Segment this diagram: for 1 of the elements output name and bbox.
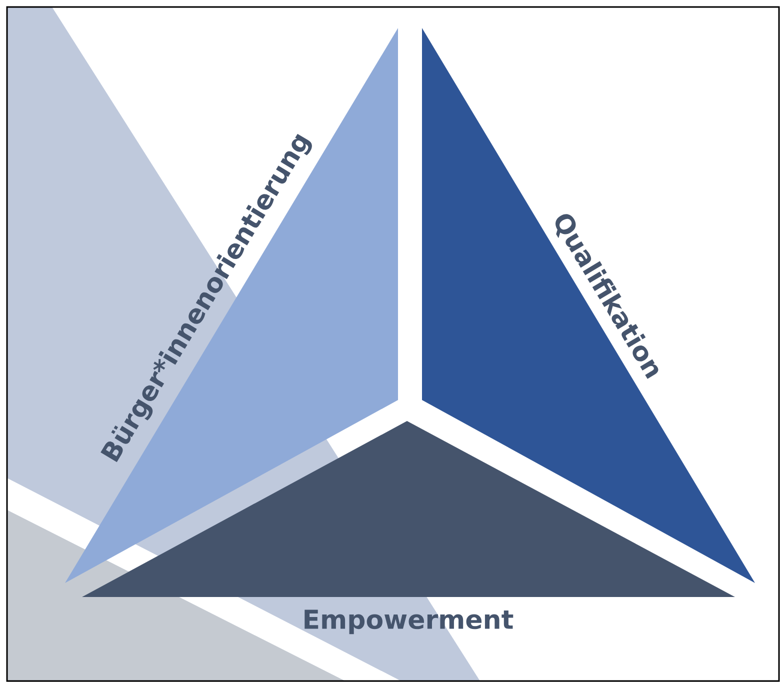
segment-label: Empowerment xyxy=(304,610,514,634)
